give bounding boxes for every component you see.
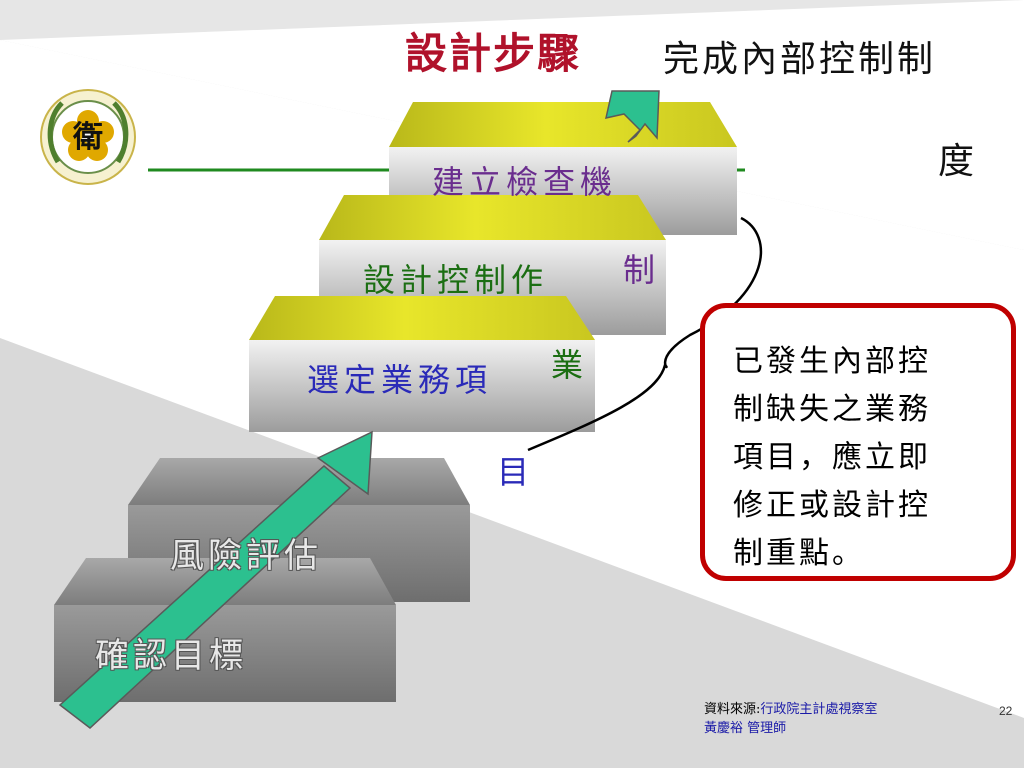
goal-text-tail: 度 — [938, 141, 975, 182]
callout-line: 制重點。 — [733, 536, 865, 571]
step-label-inspection: 建立檢查機 — [432, 163, 618, 201]
dark-step-label-risk: 風險評估 — [170, 536, 322, 576]
page-number: 22 — [999, 704, 1013, 718]
dark-step-label-goal: 確認目標 — [95, 636, 247, 676]
source-label: 資料來源: — [704, 702, 761, 717]
source-note: 資料來源:行政院主計處視察室 黃慶裕 管理師 — [704, 700, 877, 738]
goal-arrow — [605, 90, 660, 143]
step-label-select: 選定業務項 — [307, 361, 493, 399]
source-author: 黃慶裕 管理師 — [704, 721, 787, 736]
step-label-select-tail: 目 — [497, 453, 530, 491]
goal-text: 完成內部控制制 — [663, 39, 937, 80]
callout-line: 制缺失之業務 — [733, 392, 931, 427]
callout-box: 已發生內部控 制缺失之業務 項目，應立即 修正或設計控 制重點。 — [700, 303, 1016, 581]
svg-text:衛: 衛 — [72, 120, 103, 155]
callout-line: 已發生內部控 — [733, 344, 931, 379]
brace — [527, 216, 763, 452]
page-title: 設計步驟 — [405, 29, 582, 78]
step-top-1 — [249, 296, 595, 432]
progress-arrow — [58, 430, 373, 729]
step-label-design: 設計控制作 — [363, 261, 549, 299]
dark-step-1 — [54, 558, 396, 702]
callout-line: 修正或設計控 — [733, 488, 931, 523]
step-label-design-tail: 業 — [551, 346, 584, 384]
source-org: 行政院主計處視察室 — [760, 702, 878, 717]
step-label-inspection-tail: 制 — [623, 251, 656, 289]
emblem-logo: 衛 — [40, 89, 136, 185]
callout-line: 項目，應立即 — [733, 440, 931, 475]
